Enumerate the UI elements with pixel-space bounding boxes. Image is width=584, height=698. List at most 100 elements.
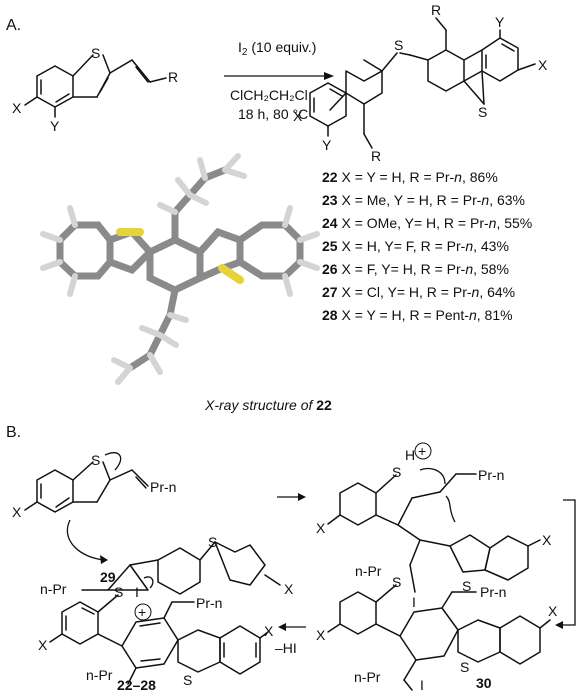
cyclized-atom-s1: S (392, 574, 401, 590)
positive-charge-icon (134, 603, 152, 621)
final-npr: n-Pr (86, 667, 113, 683)
adduct-npr: n-Pr (355, 563, 382, 579)
yield-row-23: 23 X = Me, Y = H, R = Pr-n, 63% (322, 192, 525, 208)
yield-text: X = H, Y= F, R = Pr- (338, 238, 466, 254)
yield-tail: n (469, 307, 477, 323)
final-product: S S Pr-n X X n-Pr 22–28 (38, 584, 274, 693)
product-atom-y2: Y (322, 137, 332, 153)
yield-text: X = Y = H, R = Pr- (338, 169, 455, 185)
atom-s: S (91, 45, 100, 61)
time-temp-label: 18 h, 80 °C (238, 106, 308, 122)
yield-text: X = Me, Y = H, R = Pr- (338, 192, 482, 208)
reagent-iodine: I2 (10 equiv.) (238, 39, 316, 58)
product-atom-y1: Y (495, 14, 505, 30)
product-structure: S S R R Y Y X X (293, 2, 548, 164)
final-atom-x2: X (38, 637, 48, 653)
atom-x: X (12, 100, 22, 116)
yield-row-22: 22 X = Y = H, R = Pr-n, 86% (322, 169, 498, 185)
yield-yield: , 86% (462, 169, 498, 185)
panel-b-label: B. (6, 424, 21, 441)
iodonium-atom-s: S (208, 534, 217, 550)
product-atom-s1: S (394, 37, 403, 53)
adduct-atom-x2: X (316, 520, 326, 536)
yield-yield: , 81% (477, 307, 513, 323)
cyclized-atom-i: I (420, 677, 424, 693)
yield-yield: , 64% (479, 284, 515, 300)
yield-num: 22 (322, 169, 338, 185)
yield-num: 24 (322, 215, 338, 231)
yields-list: 22 X = Y = H, R = Pr-n, 86%23 X = Me, Y … (322, 169, 532, 323)
atom-r: R (168, 69, 178, 85)
yield-text: X = F, Y= H, R = Pr- (338, 261, 466, 277)
yield-num: 25 (322, 238, 338, 254)
yield-row-28: 28 X = Y = H, R = Pent-n, 81% (322, 307, 513, 323)
cyclized-atom-x2: X (316, 627, 326, 643)
cyclized-atom-x1: X (548, 603, 558, 619)
elimination-label: –HI (275, 640, 297, 656)
yield-text: X = Cl, Y= H, R = Pr- (338, 284, 472, 300)
cyclized-atom-s2: S (460, 659, 469, 675)
mech-prn-group: Pr-n (150, 479, 176, 495)
proton-charge-icon (414, 442, 432, 460)
yield-yield: , 58% (473, 261, 509, 277)
reaction-conditions: I2 (10 equiv.) ClCH₂CH₂Cl 18 h, 80 °C (224, 39, 334, 122)
yield-row-25: 25 X = H, Y= F, R = Pr-n, 43% (322, 238, 509, 254)
yield-yield: , 55% (496, 215, 532, 231)
final-atom-x1: X (264, 623, 274, 639)
adduct-prn: Pr-n (478, 467, 504, 483)
yield-row-26: 26 X = F, Y= H, R = Pr-n, 58% (322, 261, 509, 277)
yield-num: 26 (322, 261, 338, 277)
iodonium-intermediate: 29 S I n-Pr X + (40, 534, 294, 621)
cyclized-npr: n-Pr (354, 669, 381, 685)
atom-y: Y (50, 118, 60, 134)
compound-29: 29 (100, 569, 116, 585)
yield-tail: n (454, 169, 462, 185)
mechanism-arrow-2 (562, 499, 576, 626)
product-atom-r1: R (431, 2, 441, 18)
starting-material: S X Y R (12, 45, 178, 134)
yield-row-27: 27 X = Cl, Y= H, R = Pr-n, 64% (322, 284, 515, 300)
yield-tail: n (465, 261, 473, 277)
cyclized-intermediate: S S Pr-n X X n-Pr I 30 (316, 574, 558, 693)
solvent-label: ClCH₂CH₂Cl (230, 87, 308, 103)
xray-caption: X-ray structure of 22 (204, 397, 332, 413)
final-atom-s2: S (183, 672, 192, 688)
product-atom-r2: R (371, 148, 381, 164)
adduct-atom-x1: X (542, 532, 552, 548)
iodonium-atom-x: X (284, 581, 294, 597)
compound-30: 30 (476, 675, 492, 691)
final-atom-s1: S (114, 584, 123, 600)
yield-num: 27 (322, 284, 338, 300)
proton-charge: + (418, 443, 426, 459)
yield-tail: n (489, 215, 497, 231)
yield-text: X = OMe, Y= H, R = Pr- (338, 215, 489, 231)
panel-a-label: A. (6, 17, 21, 34)
yield-yield: , 63% (489, 192, 525, 208)
adduct-atom-s2: S (462, 578, 471, 594)
yield-row-24: 24 X = OMe, Y= H, R = Pr-n, 55% (322, 215, 532, 231)
adduct-atom-s1: S (392, 464, 401, 480)
mech-atom-s: S (91, 452, 100, 468)
yield-tail: n (472, 284, 480, 300)
iodonium-atom-i: I (135, 584, 139, 600)
proton-h: H (405, 447, 415, 463)
compound-range: 22–28 (117, 677, 156, 693)
final-prn: Pr-n (196, 595, 222, 611)
iodonium-npr: n-Pr (40, 581, 67, 597)
adduct-atom-i: I (412, 594, 416, 610)
xray-structure-model (40, 153, 320, 385)
yield-text: X = Y = H, R = Pent- (338, 307, 470, 323)
yield-tail: n (481, 192, 489, 208)
yield-num: 23 (322, 192, 338, 208)
yield-yield: , 43% (473, 238, 509, 254)
mechanism-substrate: S X Pr-n (12, 452, 176, 564)
adduct-intermediate: S S Pr-n X X n-Pr I H + (316, 442, 552, 610)
iodonium-charge: + (138, 604, 146, 620)
yield-tail: n (465, 238, 473, 254)
product-atom-x1: X (538, 57, 548, 73)
cyclized-prn: Pr-n (480, 584, 506, 600)
yield-num: 28 (322, 307, 338, 323)
product-atom-x2: X (293, 108, 303, 124)
